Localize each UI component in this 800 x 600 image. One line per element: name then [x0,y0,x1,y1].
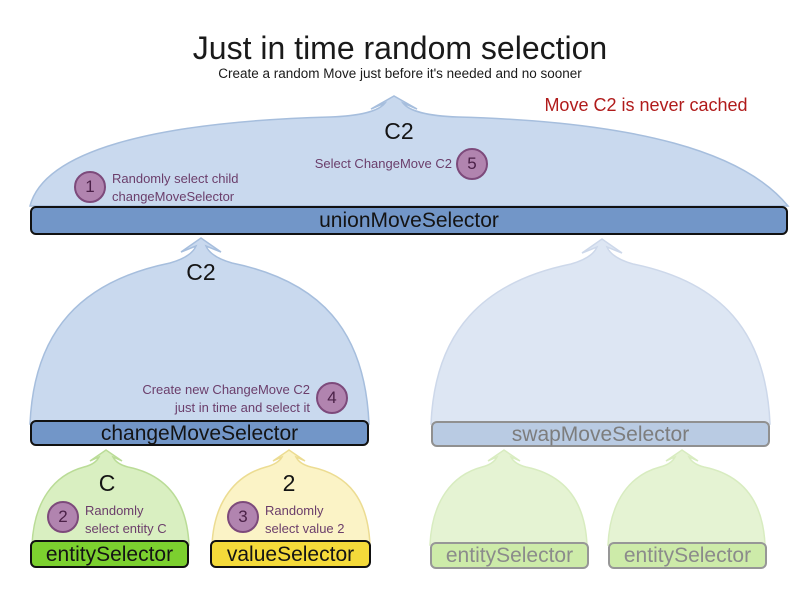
move-label-entity-c: C [98,470,116,496]
step-badge-3: 3 [227,501,259,533]
page-title: Just in time random selection [192,30,608,66]
step-text-4-line2: just in time and select it [174,400,310,415]
entity-selector-bar: entitySelector [30,540,189,568]
entity-dome-faded-1-shape [429,449,588,546]
step-text-3: Randomly select value 2 [265,502,375,538]
move-label-value-2: 2 [282,470,296,496]
step-text-2: Randomly select entity C [85,502,195,538]
swap-dome-shape-faded [430,238,771,425]
step-badge-4: 4 [316,382,348,414]
page-subtitle: Create a random Move just before it's ne… [218,66,582,81]
step-text-3-line1: Randomly [265,503,324,518]
step-text-4-line1: Create new ChangeMove C2 [142,382,310,397]
entity-dome-faded-2-shape [607,449,766,546]
move-label-union-c2: C2 [384,118,414,144]
step-text-2-line2: select entity C [85,521,167,536]
step-text-3-line2: select value 2 [265,521,345,536]
step-text-2-line1: Randomly [85,503,144,518]
step-badge-5: 5 [456,148,488,180]
step-text-1: Randomly select child changeMoveSelector [112,170,272,206]
never-cached-note: Move C2 is never cached [544,95,748,115]
change-dome-shape [29,237,370,425]
step-text-5: Select ChangeMove C2 [300,155,452,173]
union-dome-shape [29,95,790,207]
value-selector-bar: valueSelector [210,540,371,568]
step-text-4: Create new ChangeMove C2 just in time an… [110,381,310,417]
union-move-selector-bar: unionMoveSelector [30,206,788,235]
step-text-1-line1: Randomly select child [112,171,239,186]
entity-selector-faded-bar-2: entitySelector [608,542,767,569]
move-label-change-c2: C2 [186,259,216,285]
swap-move-selector-bar: swapMoveSelector [431,421,770,447]
change-move-selector-bar: changeMoveSelector [30,420,369,446]
entity-selector-faded-bar-1: entitySelector [430,542,589,569]
step-text-1-line2: changeMoveSelector [112,189,235,204]
step-badge-1: 1 [74,171,106,203]
step-badge-2: 2 [47,501,79,533]
step-text-5-line1: Select ChangeMove C2 [314,156,452,171]
